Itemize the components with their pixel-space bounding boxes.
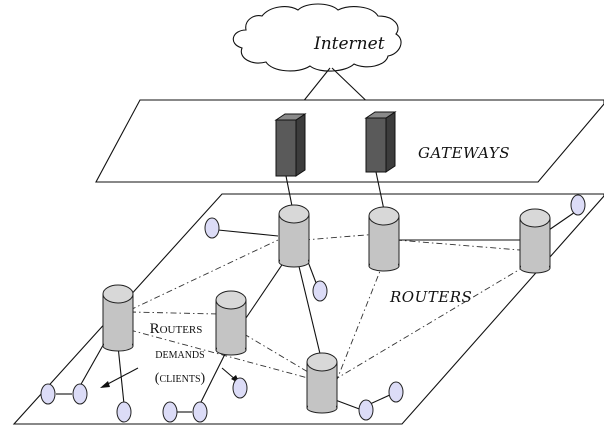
gateways-label: GATEWAYS xyxy=(418,144,510,162)
clients-caption: (clients) xyxy=(155,371,206,386)
client-node xyxy=(162,401,178,423)
client-node xyxy=(570,194,586,216)
router-c xyxy=(519,208,551,274)
client-nodes xyxy=(40,194,586,423)
client-node xyxy=(312,280,328,302)
router-b xyxy=(368,206,400,272)
client-node xyxy=(40,383,56,405)
link-gateway-1-router-a xyxy=(285,175,293,207)
internet-label: Internet xyxy=(313,34,385,54)
router-mesh-links xyxy=(129,233,533,383)
client-node xyxy=(192,401,208,423)
client-node xyxy=(72,383,88,405)
client-node xyxy=(204,217,220,239)
router-a xyxy=(278,204,310,268)
client-node xyxy=(116,401,132,423)
client-node xyxy=(358,399,374,421)
routers-plane-label: ROUTERS xyxy=(389,288,472,306)
routers-caption: Routers xyxy=(150,321,203,337)
gateway-server-1 xyxy=(274,113,307,177)
demands-caption: demands xyxy=(155,347,204,362)
client-node xyxy=(232,377,248,399)
link-gateway-2-router-b xyxy=(375,171,385,211)
gateway-server-2 xyxy=(364,111,397,173)
gateways-plane xyxy=(95,99,604,183)
router-d xyxy=(102,284,134,352)
routers-demands-caption: Routers demands (clients) xyxy=(150,321,206,386)
router-f xyxy=(306,352,338,414)
router-e xyxy=(215,290,247,356)
client-node xyxy=(388,381,404,403)
internet-cloud: Internet xyxy=(232,3,402,72)
